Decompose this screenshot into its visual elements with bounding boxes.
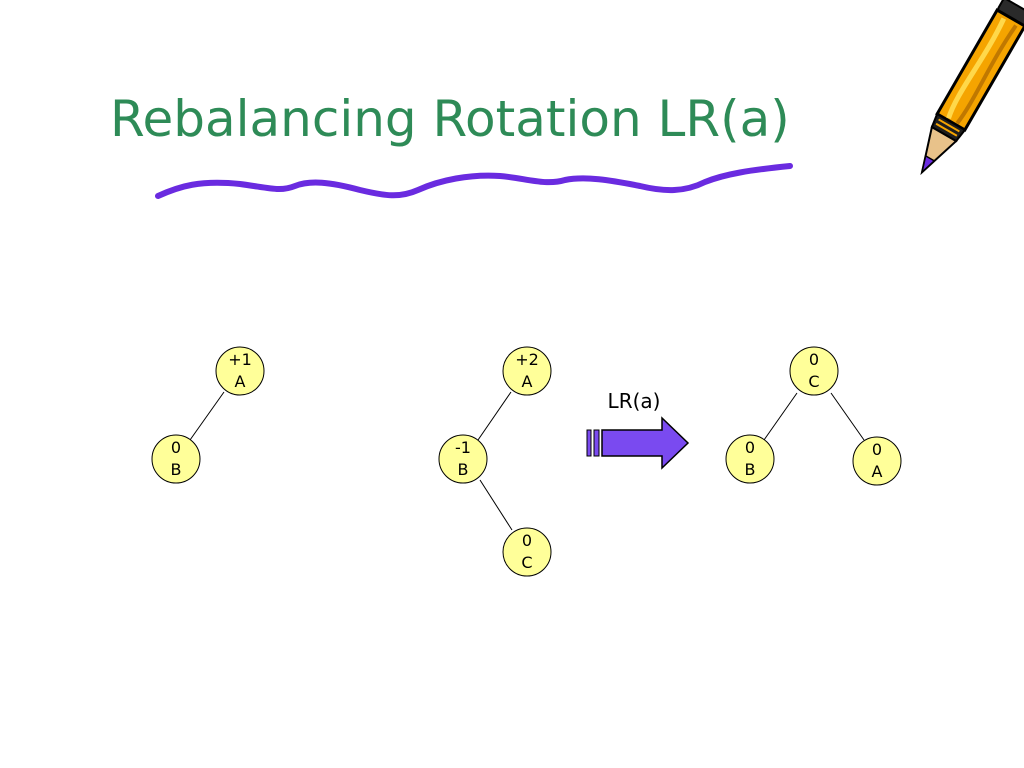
tree-node: 0 B bbox=[725, 434, 775, 484]
tree-node: +2 A bbox=[502, 346, 552, 396]
node-balance: 0 bbox=[809, 350, 819, 369]
tree-node: -1 B bbox=[438, 434, 488, 484]
edge-t2-B-t2-C bbox=[479, 479, 513, 531]
edge-t3-C-t3-A bbox=[830, 392, 865, 441]
tree-node: 0 B bbox=[151, 434, 201, 484]
node-balance: -1 bbox=[455, 438, 471, 457]
node-label: B bbox=[745, 460, 756, 479]
tree-node: 0 A bbox=[852, 436, 902, 486]
node-balance: 0 bbox=[171, 438, 181, 457]
rotation-label: LR(a) bbox=[608, 389, 661, 413]
right-arrow-icon bbox=[586, 416, 690, 470]
node-balance: +1 bbox=[228, 350, 252, 369]
node-label: B bbox=[171, 460, 182, 479]
node-label: A bbox=[872, 462, 883, 481]
edge-t2-A-t2-B bbox=[477, 391, 512, 441]
tree-after-rotation: 0 C 0 B 0 A bbox=[725, 346, 902, 486]
tree-node: 0 C bbox=[789, 346, 839, 396]
node-balance: 0 bbox=[745, 438, 755, 457]
node-label: A bbox=[522, 372, 533, 391]
slide-title: Rebalancing Rotation LR(a) bbox=[110, 90, 790, 148]
node-balance: 0 bbox=[872, 440, 882, 459]
node-label: C bbox=[521, 553, 532, 572]
tree-after-insert: +2 A -1 B 0 C bbox=[438, 346, 552, 577]
node-balance: 0 bbox=[522, 531, 532, 550]
rotation-arrow: LR(a) bbox=[586, 389, 690, 470]
tree-before-insert: +1 A 0 B bbox=[151, 346, 265, 484]
edge-t3-C-t3-B bbox=[763, 392, 798, 441]
node-balance: +2 bbox=[515, 350, 539, 369]
edge-t1-A-t1-B bbox=[189, 391, 225, 441]
tree-node: +1 A bbox=[215, 346, 265, 396]
node-label: C bbox=[808, 372, 819, 391]
node-label: B bbox=[458, 460, 469, 479]
tree-node: 0 C bbox=[502, 527, 552, 577]
node-label: A bbox=[235, 372, 246, 391]
